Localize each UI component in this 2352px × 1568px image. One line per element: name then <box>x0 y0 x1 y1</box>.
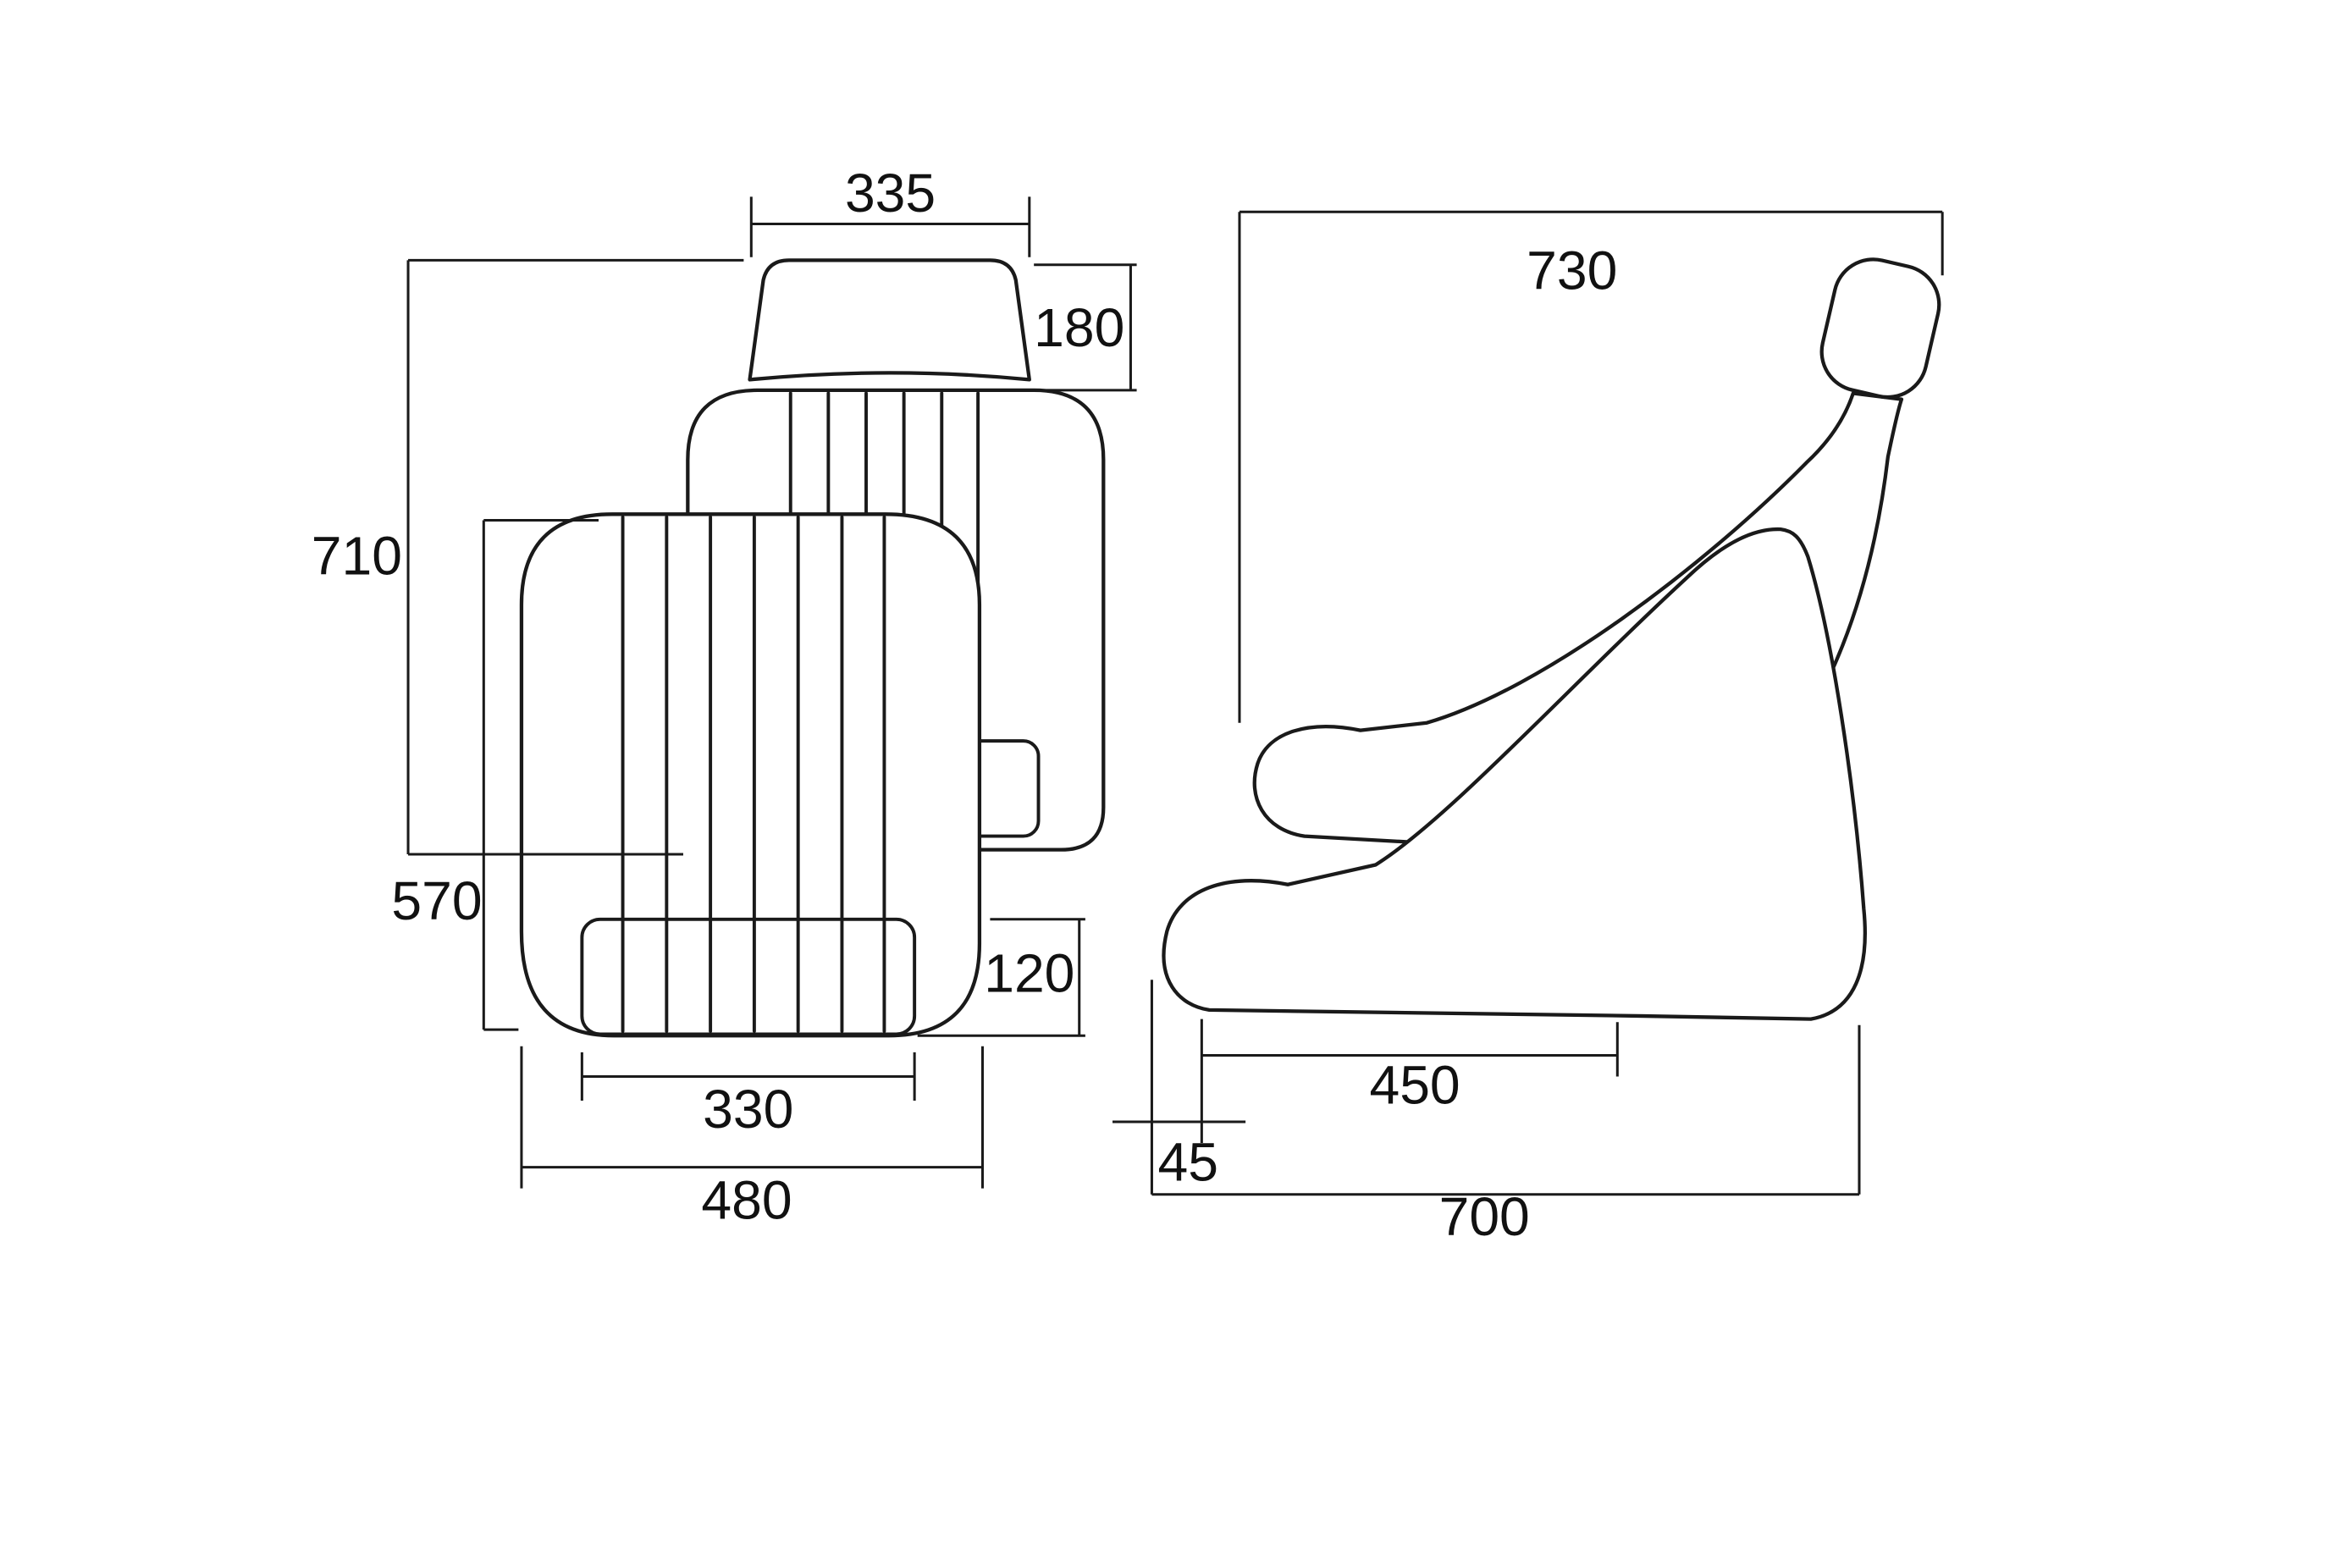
dim-overall-height: 710 <box>312 258 744 856</box>
front-seat-profile-outline <box>1162 527 1867 1021</box>
dim-seat-width: 480 <box>520 1046 984 1230</box>
dim-side-overall-height-lines <box>1238 210 1944 723</box>
dim-cushion-depth-lines <box>1200 1019 1619 1077</box>
dim-overall-height-lines <box>406 258 744 856</box>
dim-label-headrest-width: 335 <box>845 163 936 224</box>
dim-headrest-height: 180 <box>1034 263 1137 392</box>
dim-label-overall-depth: 700 <box>1439 1186 1530 1247</box>
dim-bottom-panel-height-lines <box>917 918 1085 1037</box>
headrest-outline <box>748 258 1031 382</box>
dim-cushion-depth: 450 <box>1200 1019 1619 1116</box>
dim-front-lip-lines <box>1113 980 1246 1195</box>
dim-headrest-height-lines <box>1034 263 1137 392</box>
dim-side-overall-height: 730 <box>1238 210 1944 723</box>
dim-label-side-overall-height: 730 <box>1527 240 1617 301</box>
front-seat-backrest-outline <box>519 512 982 1038</box>
dim-label-backrest-height: 570 <box>391 870 482 931</box>
dim-bottom-panel-width-lines <box>580 1052 916 1101</box>
dim-overall-depth: 700 <box>1151 1024 1861 1247</box>
dim-headrest-width-lines <box>749 196 1031 257</box>
dim-headrest-width: 335 <box>749 163 1031 257</box>
dim-overall-depth-lines <box>1151 1024 1861 1196</box>
dim-bottom-panel-height: 120 <box>917 918 1085 1037</box>
dim-bottom-panel-width: 330 <box>580 1052 916 1140</box>
dim-label-seat-width: 480 <box>701 1169 792 1230</box>
dim-backrest-height: 570 <box>391 518 599 1031</box>
dim-seat-width-lines <box>520 1046 984 1189</box>
dim-backrest-height-lines <box>482 518 599 1031</box>
dim-label-bottom-panel-width: 330 <box>703 1079 793 1140</box>
dim-label-overall-height: 710 <box>312 526 402 587</box>
front-seat <box>519 512 982 1038</box>
front-view: 335 180 710 570 120 330 480 <box>312 163 1137 1230</box>
dim-label-front-lip: 45 <box>1158 1132 1218 1193</box>
dim-label-headrest-height: 180 <box>1034 297 1124 358</box>
dim-front-lip: 45 <box>1113 980 1246 1195</box>
front-seat-ribs <box>621 515 886 1033</box>
dim-label-cushion-depth: 450 <box>1369 1055 1460 1116</box>
dim-label-bottom-panel-height: 120 <box>984 942 1074 1003</box>
side-view: 730 450 45 700 <box>1113 210 1944 1247</box>
front-seat-bottom-panel <box>580 917 917 1036</box>
headrest-side-outline <box>1819 257 1941 400</box>
